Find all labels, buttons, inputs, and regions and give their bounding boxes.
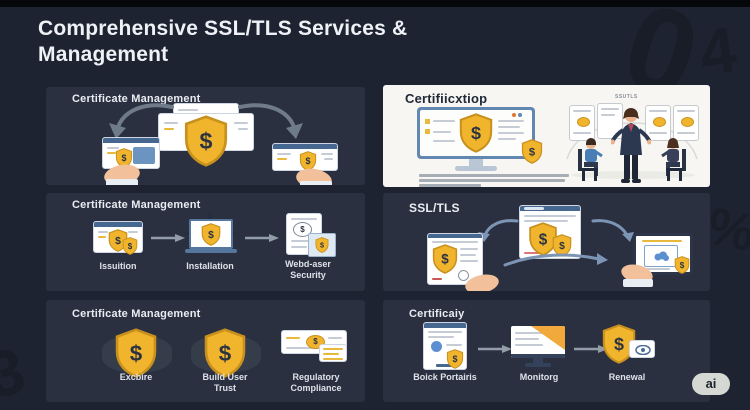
monitor-base (185, 249, 237, 253)
item-label: Build User Trust (202, 372, 248, 393)
panel-certificate-monitoring: Certificaiy Boick Portairis Monitorg (383, 300, 710, 402)
item-label: Regulatory Compliance (290, 372, 342, 393)
panel-certificate-distribution: Certificate Management (46, 87, 365, 185)
tablet-icon (633, 233, 693, 275)
curved-arrow-right-icon (236, 101, 306, 141)
curved-arrow-left-icon (106, 101, 176, 141)
curved-arrow-right-icon (591, 219, 634, 242)
shield-dollar-icon (183, 115, 229, 167)
shield-dollar-icon (458, 113, 494, 153)
eye-card-icon (629, 340, 655, 358)
step-label: Webd-aser Security (285, 259, 331, 280)
desktop-monitor-icon (417, 107, 535, 159)
certificate-doc-icon (673, 105, 699, 141)
cloud-icon (654, 251, 669, 261)
shield-dollar-icon (315, 237, 329, 253)
tablet-browser-icon (272, 143, 338, 171)
arrow-right-icon (244, 233, 280, 243)
panel-heading: Certificaiy (409, 308, 465, 320)
phone-browser-icon (102, 137, 160, 169)
curved-arrow-middle-icon (503, 253, 608, 267)
sleeve-cuff (623, 279, 653, 287)
top-black-bar (0, 0, 750, 7)
image-thumbnail-icon (133, 147, 155, 164)
woman-figure-icon (611, 108, 651, 183)
step-label: Renewal (608, 372, 646, 382)
fine-print-line (419, 174, 569, 177)
shield-dollar-icon (203, 328, 247, 378)
seated-person-icon (578, 138, 603, 181)
diagram-label: SSUTLS (615, 94, 638, 100)
item-label: Excbire (119, 372, 153, 382)
eye-icon (635, 345, 651, 355)
panel-heading: Certificate Management (72, 308, 201, 320)
shield-dollar-icon (521, 139, 543, 164)
window-shield-icon (308, 233, 336, 257)
arc-connector (566, 122, 698, 160)
fine-print-line (419, 184, 481, 187)
step-label: Monitorg (519, 372, 559, 382)
shield-dollar-icon (201, 223, 221, 246)
step-label: Installation (186, 261, 234, 271)
arrow-right-icon (150, 233, 186, 243)
panel-certificate-lifecycle: Certificate Management Issuition Install… (46, 193, 365, 291)
background-glyph: 3 (0, 333, 32, 410)
dollar-oval-icon: $ (293, 222, 312, 237)
monitor-alert-icon (511, 326, 565, 358)
seated-person-icon (661, 138, 686, 181)
shield-dollar-icon (114, 328, 158, 378)
folded-corner (531, 326, 565, 350)
monitor-stand (469, 159, 483, 166)
note-card-icon (319, 344, 347, 362)
page-title: Comprehensive SSL/TLS Services & Managem… (38, 17, 408, 67)
monitor-shield-icon (189, 219, 233, 249)
panel-certificate-benefits: Certificate Management Excbire Build Use… (46, 300, 365, 402)
monitor-stand (533, 358, 543, 363)
browser-window-icon (519, 205, 581, 259)
panel-ssl-tls: SSL/TLS (383, 193, 710, 291)
background-glyph: 4 (695, 12, 741, 90)
sleeve-cuff (300, 181, 332, 185)
monitor-edge (511, 354, 565, 358)
button-bar (436, 364, 456, 367)
panel-heading: Certifiicxtiop (405, 91, 488, 106)
browser-shield-icon (93, 221, 143, 253)
portal-browser-icon (423, 322, 467, 370)
arrow-right-icon (477, 344, 513, 354)
window-icon (644, 245, 678, 267)
fine-print-line (419, 179, 565, 182)
panel-heading: Certificate Management (72, 93, 201, 105)
panel-heading: SSL/TLS (409, 201, 460, 215)
certificate-doc-icon (569, 105, 595, 141)
shield-dollar-icon (122, 237, 138, 255)
stamp-icon (458, 270, 469, 281)
avatar-circle-icon (431, 341, 442, 352)
ai-watermark-badge: ai (692, 373, 730, 395)
panel-certification: Certifiicxtiop (383, 85, 710, 187)
monitor-base (525, 363, 551, 367)
step-label: Issuition (99, 261, 137, 271)
shield-dollar-icon (446, 349, 464, 369)
monitor-base (455, 166, 497, 171)
shield-dollar-icon (674, 256, 690, 274)
shield-dollar-icon (432, 244, 458, 274)
sleeve-cuff (106, 179, 138, 185)
step-label: Boick Portairis (413, 372, 477, 382)
panel-heading: Certificate Management (72, 199, 201, 211)
certificate-doc-icon (645, 105, 671, 141)
